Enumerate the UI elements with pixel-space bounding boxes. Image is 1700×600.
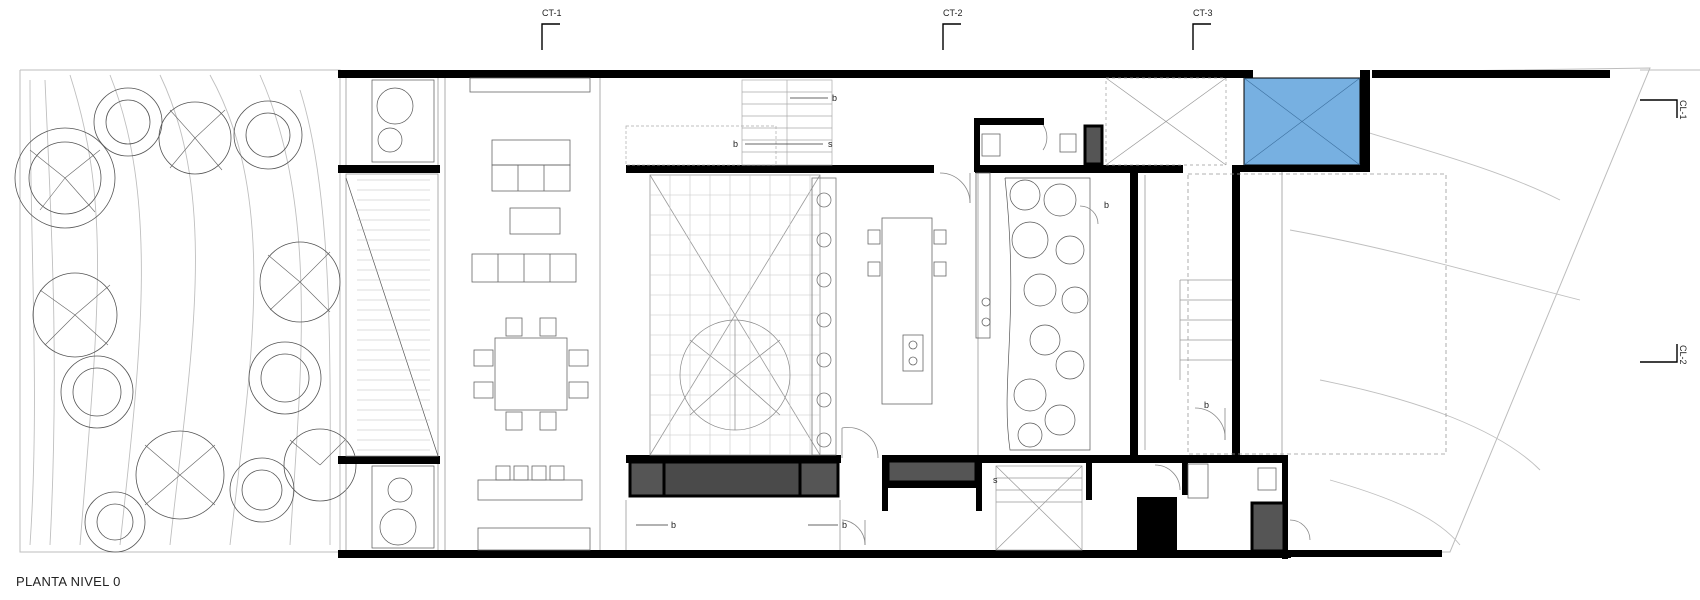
label-s-1: s [828,139,833,149]
wall-top-right [1372,70,1610,78]
courtyard-tree [679,319,791,431]
tree-4 [233,100,303,170]
block-bath [1083,124,1104,166]
level-leaders [636,97,838,526]
doors [841,124,1311,546]
section-mark-cl1: CL-1 [1678,100,1688,120]
wall-lower-v1 [976,455,982,511]
wall-lower-left [338,456,440,464]
tree-11 [283,428,357,502]
furniture [469,77,1277,551]
coffee-table [509,207,561,235]
wall-top-outer [338,70,1253,78]
label-s-2: s [993,475,998,485]
tree-6 [259,241,341,323]
bench-low [477,479,583,501]
label-b-5: b [671,520,676,530]
site-boundary [19,67,1700,553]
label-b-4: b [1204,400,1209,410]
interior-garden [1004,177,1091,451]
lower-stair [995,77,1227,551]
wall-lower-v2 [1086,455,1092,500]
top-stairs [625,79,833,166]
wall-pantry-mid [882,482,978,488]
walls [338,70,1610,559]
sideboard [469,77,591,93]
block-right [798,460,840,498]
wall-pantry-left [882,455,888,511]
tree-2 [93,87,163,157]
block-bench [662,460,802,498]
courtyard-planter [811,177,837,456]
block-left [628,460,666,498]
tree-3 [158,101,232,175]
block-pantry [886,459,978,484]
label-b-3: b [1104,200,1109,210]
wall-core-left [1130,165,1138,463]
wall-bath-left [974,118,980,172]
section-mark-cl2: CL-2 [1678,345,1688,365]
label-b-2: b [733,139,738,149]
wall-stair-block [1137,497,1177,555]
kitchen-island [881,217,933,405]
tree-8 [248,341,322,415]
pool-diagonals [1243,77,1361,166]
block-lower-bath [1250,501,1286,553]
wall-upper-left [338,165,440,173]
wall-lower-v4 [1182,463,1188,495]
sofa-top [491,139,571,166]
wall-bath-top [974,118,1044,125]
wall-bottom-right [1290,550,1442,557]
drawing-title: PLANTA NIVEL 0 [16,574,121,589]
label-b-6: b [842,520,847,530]
section-mark-ct3: CT-3 [1193,8,1213,18]
section-mark-ct1: CT-1 [542,8,562,18]
wall-lower-mid [626,455,841,463]
dining-table [494,337,568,411]
kitchen-counter [975,172,991,339]
tree-9 [135,430,225,520]
wall-core-right [1232,165,1240,463]
tree-branches [29,109,346,506]
section-markers [541,23,1678,363]
tree-5 [32,272,118,358]
tree-1 [14,127,116,229]
pergola-planters [345,79,439,549]
label-b-1: b [832,93,837,103]
deck-slats [357,179,430,451]
wall-pool-bottom [1240,165,1370,172]
tree-12 [84,491,146,553]
tree-canopies [14,87,357,553]
solid-blocks [628,124,1286,553]
wall-bottom-outer [338,550,1291,558]
tree-7 [60,355,134,429]
section-mark-ct2: CT-2 [943,8,963,18]
wall-upper-right [975,165,1183,173]
wall-pantry-top [882,455,978,461]
wall-upper-mid [626,165,934,173]
wall-pool-right [1360,70,1370,172]
courtyard-pavers [650,175,820,455]
